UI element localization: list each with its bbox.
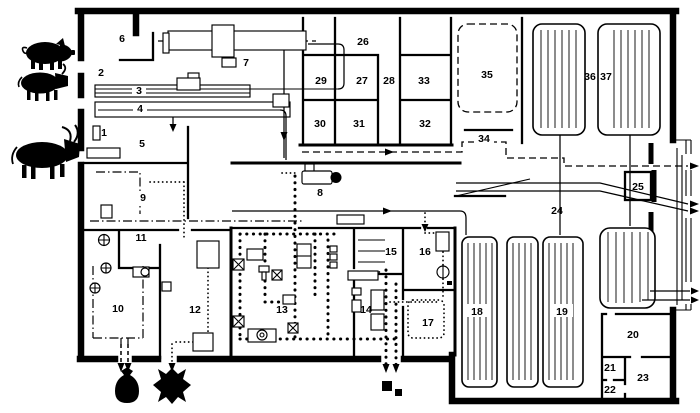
driving-races — [94, 43, 345, 160]
room-label-29: 29 — [315, 75, 327, 87]
room-label-1: 1 — [101, 127, 107, 139]
equipment — [86, 24, 452, 352]
room-label-33: 33 — [418, 75, 430, 87]
stunner-icon — [301, 163, 342, 185]
flow-solid — [232, 135, 690, 301]
room-label-2: 2 — [98, 67, 104, 79]
room-label-11: 11 — [135, 232, 146, 244]
room-label-3: 3 — [136, 85, 142, 97]
sack-icon — [115, 368, 139, 403]
room-label-19: 19 — [556, 306, 568, 318]
cattle-crush — [86, 147, 121, 159]
room-17-dotted-loop — [407, 299, 445, 339]
room-label-27: 27 — [356, 75, 368, 87]
room-label-28: 28 — [383, 75, 395, 87]
room-label-16: 16 — [419, 246, 431, 258]
room-label-20: 20 — [627, 329, 639, 341]
room-label-15: 15 — [385, 246, 397, 258]
dehairing-machine — [211, 24, 235, 58]
pig-icon — [21, 38, 75, 70]
room-label-22: 22 — [604, 384, 616, 396]
room-label-34: 34 — [478, 133, 490, 145]
label-backgrounds — [132, 86, 573, 317]
room-label-12: 12 — [189, 304, 201, 316]
flow-dash-dot — [90, 171, 302, 344]
silhouettes — [11, 38, 402, 404]
room-label-7: 7 — [243, 57, 249, 69]
room-label-17: 17 — [422, 317, 434, 329]
room-35-rail-loop — [457, 23, 518, 113]
room-labels: 1 2 3 4 5 6 7 8 9 10 11 12 13 14 15 16 1… — [98, 33, 649, 396]
room-label-36: 36 — [584, 71, 596, 83]
room-label-25: 25 — [632, 181, 644, 193]
room-label-13: 13 — [276, 304, 288, 316]
scalding-tank — [167, 30, 307, 51]
room-15-shelves — [358, 239, 385, 263]
room-label-5: 5 — [139, 138, 145, 150]
room-label-30: 30 — [314, 118, 326, 130]
room-label-4: 4 — [137, 103, 143, 115]
interior-walls-heavy — [229, 143, 462, 357]
waste-blocks-icon — [382, 381, 402, 396]
flow-dotted — [149, 172, 445, 363]
room-label-31: 31 — [353, 118, 365, 130]
room-label-14: 14 — [360, 304, 372, 316]
room-label-9: 9 — [140, 192, 146, 204]
room-label-8: 8 — [317, 187, 323, 199]
cattle-icon — [11, 124, 80, 179]
hide-icon — [153, 368, 191, 404]
room-label-32: 32 — [419, 118, 431, 130]
room-label-26: 26 — [357, 36, 369, 48]
room-label-23: 23 — [637, 372, 649, 384]
room-label-10: 10 — [112, 303, 124, 315]
room-label-35: 35 — [481, 69, 493, 81]
room-label-18: 18 — [471, 306, 483, 318]
room-label-6: 6 — [119, 33, 125, 45]
room-label-21: 21 — [604, 362, 616, 374]
flow-arrowheads — [117, 124, 699, 373]
sheep-icon — [17, 63, 68, 101]
room-label-24: 24 — [551, 205, 563, 217]
room-label-37: 37 — [600, 71, 612, 83]
